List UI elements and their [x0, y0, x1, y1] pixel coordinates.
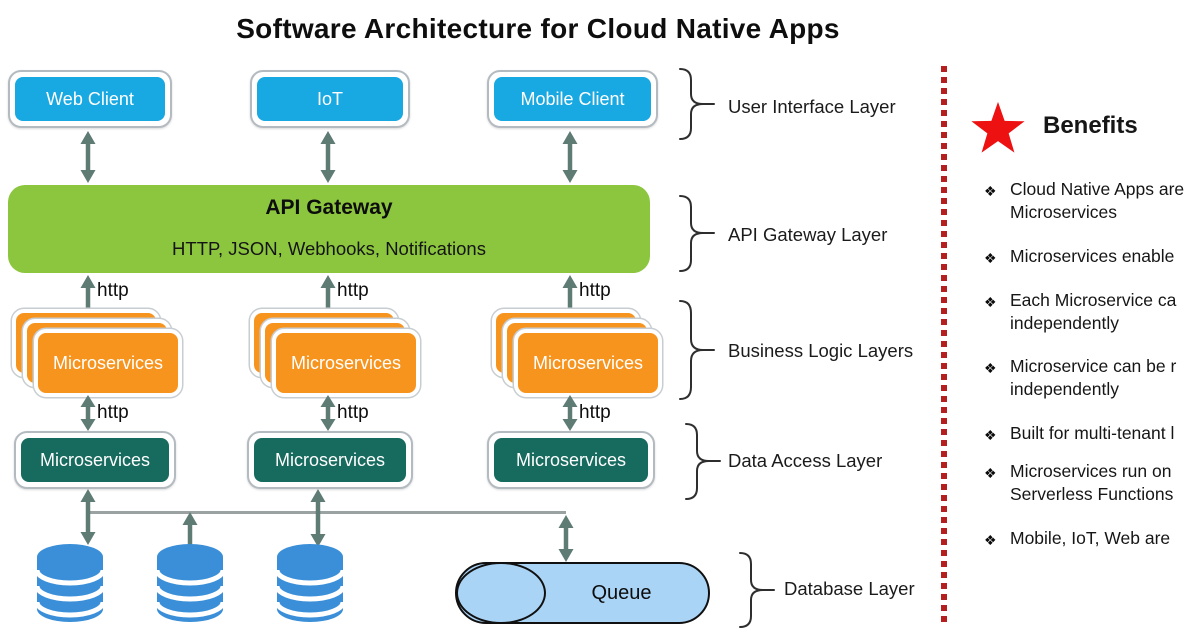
queue-end-ellipse — [456, 562, 546, 624]
microservices-stack: Microservices — [492, 309, 664, 401]
http-label: http — [97, 280, 129, 301]
diamond-bullet-icon: ❖ — [984, 250, 997, 266]
diamond-bullet-icon: ❖ — [984, 427, 997, 443]
gateway-layer-label: API Gateway Layer — [728, 224, 888, 245]
benefits-heading: Benefits — [1043, 112, 1138, 139]
http-label: http — [579, 280, 611, 301]
benefit-text: Microservices enable — [1010, 246, 1175, 266]
double-arrow-icon — [309, 489, 327, 552]
diamond-bullet-icon: ❖ — [984, 183, 997, 199]
diamond-bullet-icon: ❖ — [984, 294, 997, 310]
iot-box: IoT — [250, 70, 410, 128]
double-arrow-icon — [79, 489, 97, 550]
stack-card-front: Microservices — [34, 329, 182, 397]
brace-icon — [676, 300, 716, 405]
benefit-item: ❖ Microservices enable — [984, 245, 1200, 268]
microservices-label: Microservices — [21, 438, 169, 482]
benefit-text: Cloud Native Apps are Microservices — [1010, 179, 1185, 222]
database-icon — [274, 543, 346, 623]
queue-label: Queue — [591, 582, 652, 604]
benefit-item: ❖ Microservices run on Serverless Functi… — [984, 460, 1200, 506]
double-arrow-icon — [319, 395, 337, 436]
web-client-label: Web Client — [15, 77, 165, 121]
data-access-layer-label: Data Access Layer — [728, 450, 883, 471]
star-icon — [970, 101, 1026, 157]
benefit-text: Mobile, IoT, Web are — [1010, 528, 1171, 548]
http-label: http — [337, 402, 369, 423]
benefit-text: Microservice can be r independently — [1010, 356, 1177, 399]
double-arrow-icon — [319, 131, 337, 188]
database-layer-label: Database Layer — [784, 578, 915, 599]
diamond-bullet-icon: ❖ — [984, 465, 997, 481]
mobile-client-box: Mobile Client — [487, 70, 658, 128]
benefit-text: Each Microservice ca independently — [1010, 290, 1177, 333]
api-gateway-subtitle: HTTP, JSON, Webhooks, Notifications — [172, 238, 486, 259]
diamond-bullet-icon: ❖ — [984, 532, 997, 548]
dotted-divider — [941, 66, 947, 626]
web-client-box: Web Client — [8, 70, 172, 128]
business-layer-label: Business Logic Layers — [728, 340, 914, 361]
microservices-stack: Microservices — [12, 309, 184, 401]
brace-icon — [676, 68, 716, 145]
http-label: http — [579, 402, 611, 423]
data-access-microservices-box: Microservices — [14, 431, 176, 489]
double-arrow-icon — [561, 395, 579, 436]
benefit-item: ❖ Cloud Native Apps are Microservices — [984, 178, 1200, 224]
double-arrow-icon — [79, 395, 97, 436]
double-arrow-icon — [79, 131, 97, 188]
data-access-microservices-box: Microservices — [247, 431, 413, 489]
double-arrow-icon — [561, 131, 579, 188]
benefit-item: ❖ Mobile, IoT, Web are — [984, 527, 1200, 550]
microservices-stack: Microservices — [250, 309, 422, 401]
api-gateway-box: API Gateway HTTP, JSON, Webhooks, Notifi… — [8, 185, 650, 273]
benefit-item: ❖ Each Microservice ca independently — [984, 289, 1200, 335]
benefit-item: ❖ Built for multi-tenant l — [984, 422, 1200, 445]
http-label: http — [97, 402, 129, 423]
double-arrow-icon — [557, 515, 575, 567]
database-icon — [34, 543, 106, 623]
stack-card-front: Microservices — [514, 329, 662, 397]
brace-icon — [736, 552, 776, 633]
page-title: Software Architecture for Cloud Native A… — [236, 13, 840, 44]
brace-icon — [676, 195, 716, 277]
brace-icon — [682, 423, 722, 505]
ui-layer-label: User Interface Layer — [728, 96, 896, 117]
microservices-label: Microservices — [254, 438, 406, 482]
connector-line — [88, 511, 566, 514]
diamond-bullet-icon: ❖ — [984, 360, 997, 376]
stack-card-front: Microservices — [272, 329, 420, 397]
benefit-text: Built for multi-tenant l — [1010, 423, 1175, 443]
benefit-text: Microservices run on Serverless Function… — [1010, 461, 1174, 504]
http-label: http — [337, 280, 369, 301]
mobile-client-label: Mobile Client — [494, 77, 651, 121]
queue-cylinder: Queue — [455, 562, 710, 624]
benefit-item: ❖ Microservice can be r independently — [984, 355, 1200, 401]
api-gateway-title: API Gateway — [265, 196, 393, 219]
microservices-label: Microservices — [494, 438, 648, 482]
database-icon — [154, 543, 226, 623]
data-access-microservices-box: Microservices — [487, 431, 655, 489]
iot-label: IoT — [257, 77, 403, 121]
